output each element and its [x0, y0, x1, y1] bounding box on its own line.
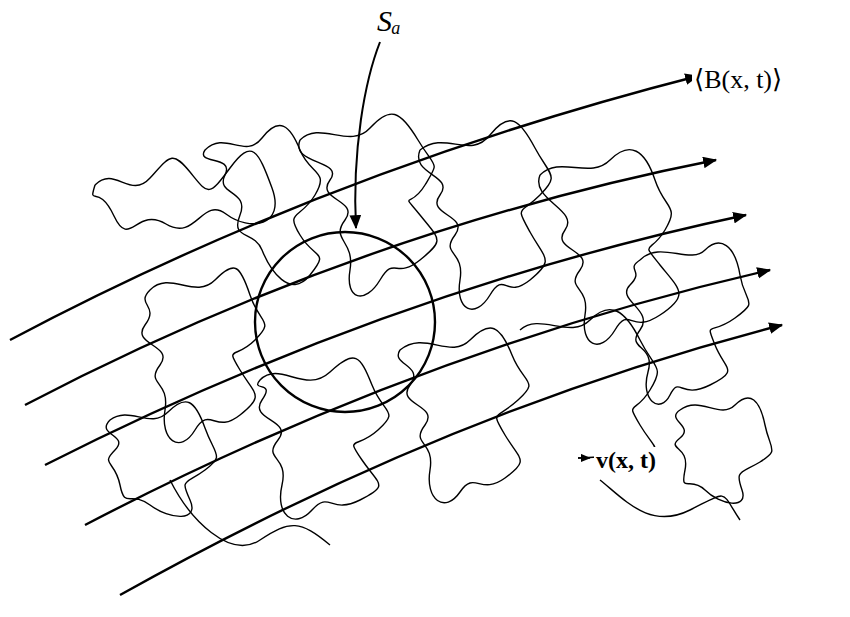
velocity-arrow	[578, 457, 590, 458]
leader-arrow	[355, 42, 380, 228]
mean-field-label: ⟨B(x, t)⟩	[692, 66, 784, 95]
averaging-sphere	[255, 232, 435, 412]
turbulent-velocity	[93, 114, 772, 545]
velocity-label: v(x, t)	[594, 447, 658, 473]
mean-field-lines	[10, 76, 782, 595]
surface-label: Sₐ	[375, 4, 403, 37]
